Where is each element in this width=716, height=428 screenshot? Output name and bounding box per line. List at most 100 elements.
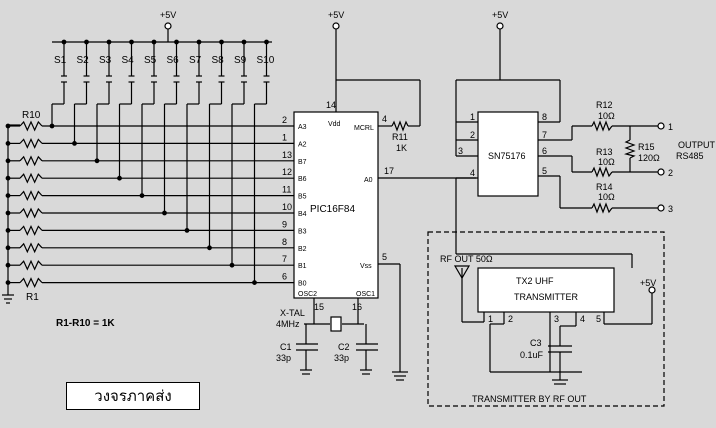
pic-pin-label: B2 xyxy=(298,246,307,253)
r13-resistor xyxy=(591,166,613,178)
transmitter-caption: TRANSMITTER BY RF OUT xyxy=(472,394,587,404)
crystal-value: 4MHz xyxy=(276,319,300,329)
r13-label: R13 xyxy=(596,147,613,157)
switch-vcc-label: +5V xyxy=(160,10,176,20)
c2-label: C2 xyxy=(338,342,350,352)
driver-pin-8: 8 xyxy=(542,112,547,122)
switch-label: S10 xyxy=(257,55,275,66)
pic-vdd-label: Vdd xyxy=(328,121,341,128)
driver-vcc-label: +5V xyxy=(492,10,508,20)
r15-value: 120Ω xyxy=(638,153,660,163)
r11-label: R11 xyxy=(392,132,408,142)
pic-name: PIC16F84 xyxy=(310,204,355,215)
switch-label: S9 xyxy=(234,55,247,66)
output-terminal-1: 1 xyxy=(668,122,673,132)
switch-label: S7 xyxy=(189,55,202,66)
switch-label: S3 xyxy=(99,55,112,66)
pulldown-resistor xyxy=(19,172,43,184)
pic-pin-label: B3 xyxy=(298,228,307,235)
pic-pin-label: A2 xyxy=(298,141,307,148)
r12-label: R12 xyxy=(596,100,613,110)
pic-pin-number: 11 xyxy=(282,185,291,195)
pic-osc2-pin: 15 xyxy=(314,302,324,312)
tx-pin-1: 1 xyxy=(488,314,493,324)
c1-label: C1 xyxy=(280,342,292,352)
pulldown-resistor xyxy=(19,242,43,254)
switch-label: S8 xyxy=(212,55,225,66)
output-subtitle: RS485 xyxy=(676,151,704,161)
pic-pin-number: 12 xyxy=(282,167,292,177)
transmitter-model: TX2 UHF xyxy=(516,276,554,286)
pic-pin-number: 8 xyxy=(282,237,287,247)
pic-osc2-label: OSC2 xyxy=(298,291,317,298)
output-terminal-3: 3 xyxy=(668,204,673,214)
pic-pin-number: 6 xyxy=(282,272,287,282)
r12-resistor xyxy=(591,120,613,132)
r15-label: R15 xyxy=(638,142,655,152)
pic-a0-pin: 17 xyxy=(384,166,394,176)
pic-pin-number: 7 xyxy=(282,254,287,264)
diagram-caption: วงจรภาคส่ง xyxy=(66,382,200,410)
r14-value: 10Ω xyxy=(598,192,615,202)
pic-pin-number: 1 xyxy=(282,132,287,142)
pic-pin-number: 10 xyxy=(282,202,292,212)
driver-pin-3: 3 xyxy=(458,146,463,156)
pic-pin-label: B1 xyxy=(298,263,307,270)
driver-pin-2: 2 xyxy=(470,130,475,140)
pulldown-resistor xyxy=(19,155,43,167)
pic-pin-label: B0 xyxy=(298,281,307,288)
c2-value: 33p xyxy=(334,353,349,363)
pic-pin-number: 13 xyxy=(282,150,292,160)
r15-resistor xyxy=(623,139,636,159)
tx-vcc-label: +5V xyxy=(640,278,656,288)
tx-pin-5: 5 xyxy=(596,314,601,324)
pic-pin-label: B5 xyxy=(298,194,307,201)
driver-pin-1: 1 xyxy=(470,112,475,122)
tx-pin-3: 3 xyxy=(554,314,559,324)
pic-a0-label: A0 xyxy=(364,177,373,184)
switch-label: S6 xyxy=(167,55,180,66)
driver-pin-5: 5 xyxy=(542,166,547,176)
pic-pin-label: B4 xyxy=(298,211,307,218)
pic-vcc-label: +5V xyxy=(328,10,344,20)
switch-label: S5 xyxy=(144,55,157,66)
crystal-label: X-TAL xyxy=(280,308,305,318)
pulldown-resistor xyxy=(19,137,43,149)
resistor-note: R1-R10 = 1K xyxy=(56,318,115,329)
driver-name: SN75176 xyxy=(488,151,526,161)
driver-pin-4: 4 xyxy=(470,168,475,178)
switch-label: S2 xyxy=(77,55,90,66)
c3-value: 0.1uF xyxy=(520,350,544,360)
pic-pin-label: A3 xyxy=(298,124,307,131)
pic-pin-label: B6 xyxy=(298,176,307,183)
driver-pin-7: 7 xyxy=(542,130,547,140)
pulldown-resistor xyxy=(19,190,43,202)
r13-value: 10Ω xyxy=(598,157,615,167)
switch-label: S1 xyxy=(54,55,67,66)
pulldown-resistor xyxy=(19,207,43,219)
driver-pin-6: 6 xyxy=(542,146,547,156)
pulldown-resistor xyxy=(19,120,43,132)
switch-label: S4 xyxy=(122,55,135,66)
pic-osc1-label: OSC1 xyxy=(356,291,375,298)
pic-pin-label: B7 xyxy=(298,159,307,166)
c1-value: 33p xyxy=(276,353,291,363)
r11-value: 1K xyxy=(396,143,407,153)
pic-mclr-label: MCRL xyxy=(354,125,374,132)
r1-label: R1 xyxy=(26,292,39,303)
r10-label: R10 xyxy=(22,110,41,121)
pulldown-resistor xyxy=(19,277,43,289)
c3-label: C3 xyxy=(530,338,542,348)
r12-value: 10Ω xyxy=(598,111,615,121)
pic-mclr-pin: 4 xyxy=(382,114,387,124)
r14-label: R14 xyxy=(596,182,613,192)
transmitter-name: TRANSMITTER xyxy=(514,292,578,302)
pic-vss-label: Vss xyxy=(360,263,372,270)
output-terminal-2: 2 xyxy=(668,168,673,178)
pic-vdd-pin: 14 xyxy=(326,100,336,110)
rf-out-label: RF OUT 50Ω xyxy=(440,254,493,264)
pic-pin-number: 2 xyxy=(282,115,287,125)
pic-vss-pin: 5 xyxy=(382,252,387,262)
pulldown-resistor xyxy=(19,259,43,271)
